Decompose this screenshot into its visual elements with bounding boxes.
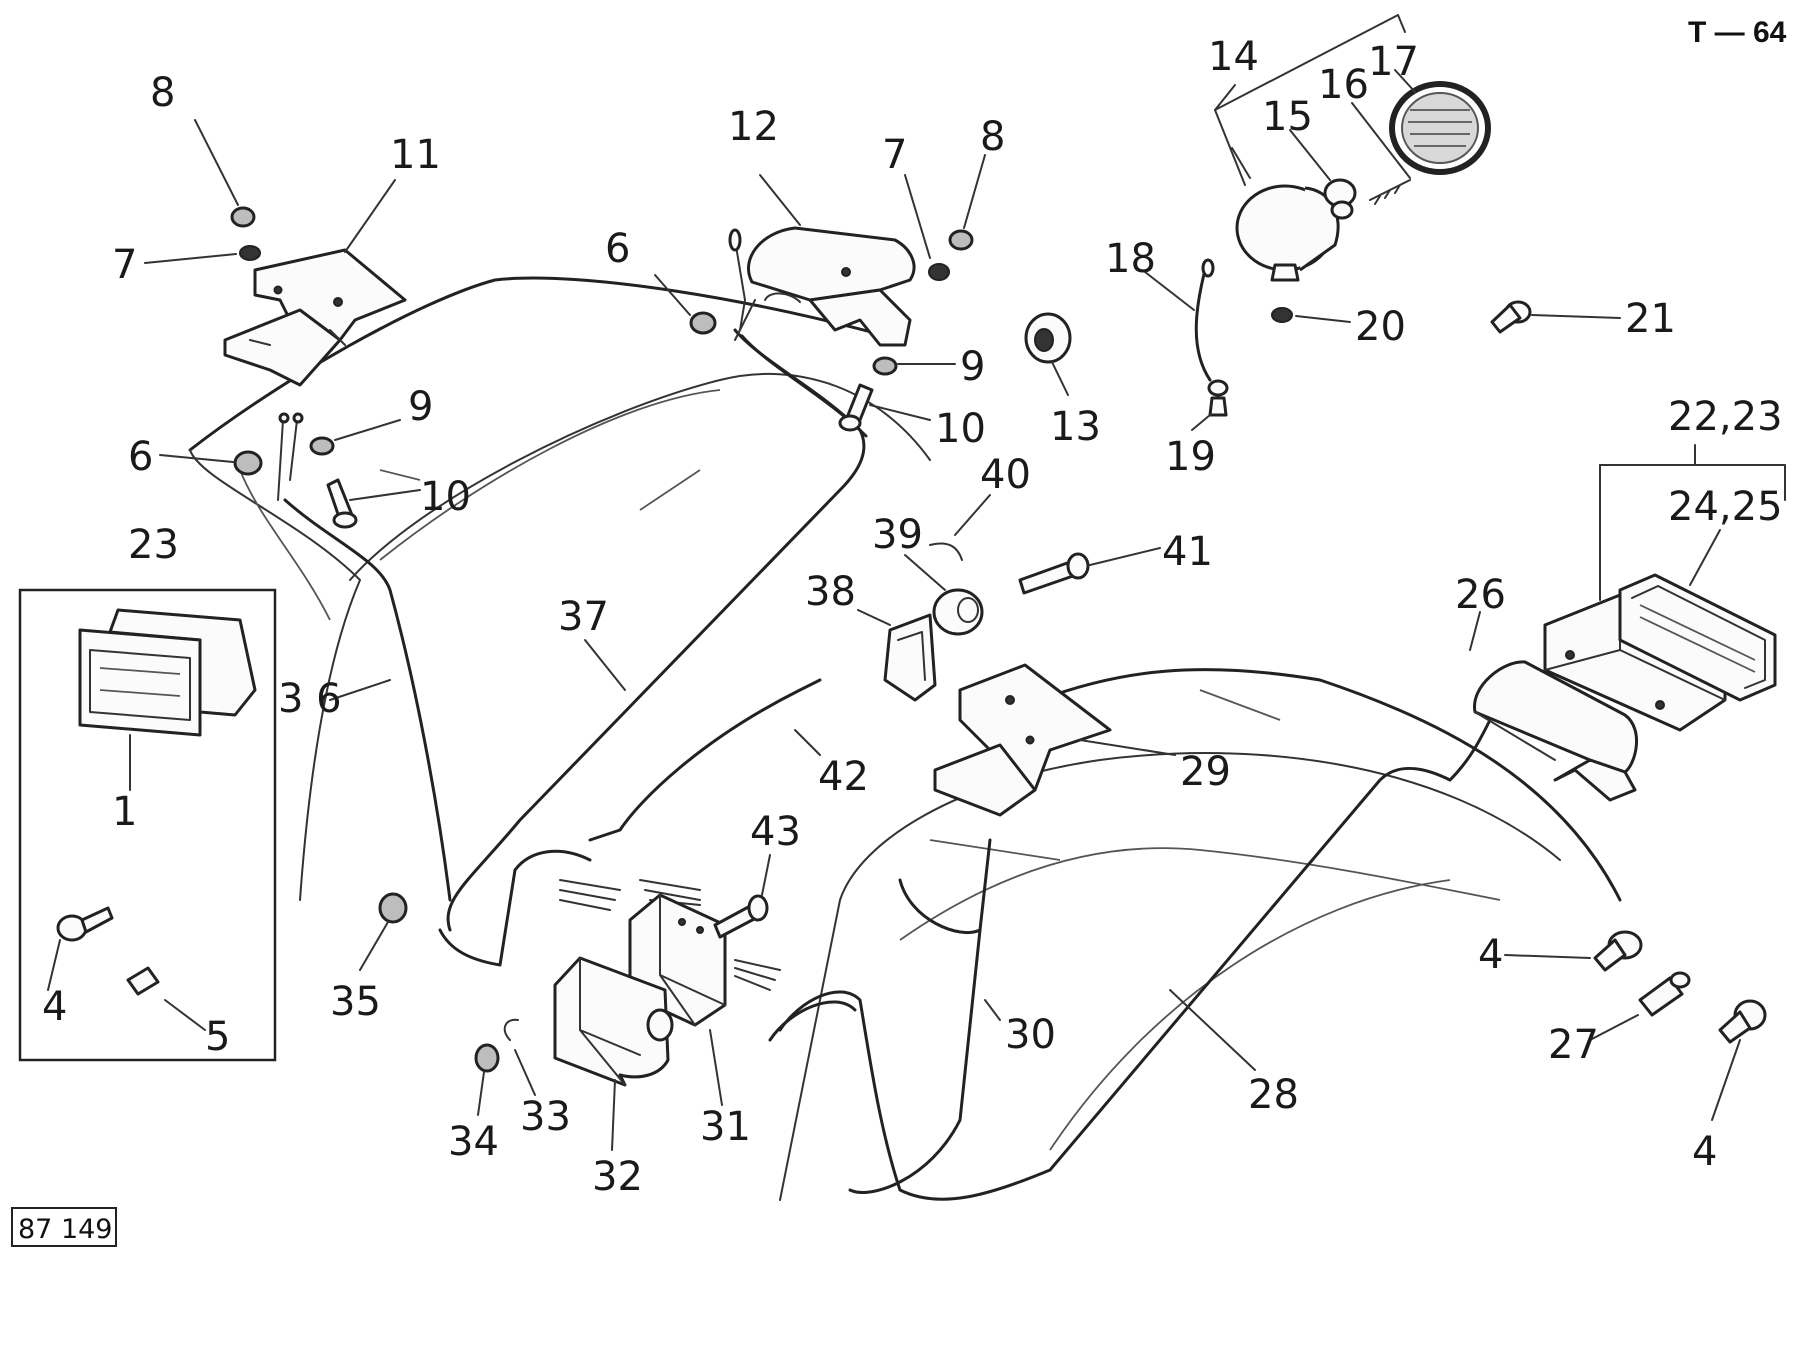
label-7-top: 7 xyxy=(882,132,907,178)
nut-part-34 xyxy=(474,1043,500,1116)
label-11: 11 xyxy=(390,132,441,178)
label-13: 13 xyxy=(1050,404,1101,450)
label-38: 38 xyxy=(805,569,856,615)
part-number-labels: 8 7 11 6 9 10 23 1 4 5 3 6 37 35 34 33 3… xyxy=(42,34,1783,1200)
label-16: 16 xyxy=(1318,62,1369,108)
spring-part-16 xyxy=(1351,102,1411,205)
washer-part-33 xyxy=(503,1018,536,1096)
label-39: 39 xyxy=(872,512,923,558)
grommet-part-35 xyxy=(359,892,408,971)
leader-lines xyxy=(329,639,1256,1071)
label-37: 37 xyxy=(558,594,609,640)
bolt-part-41 xyxy=(1018,547,1161,595)
label-7-left: 7 xyxy=(112,242,137,288)
bulb-part-27 xyxy=(1589,971,1691,1041)
wiring-harness xyxy=(283,328,1492,1201)
label-36: 3 6 xyxy=(278,676,342,722)
cap-part-39 xyxy=(904,554,984,636)
bracket-part-11 xyxy=(223,179,407,387)
clip-part-40 xyxy=(929,494,991,561)
label-29: 29 xyxy=(1180,749,1231,795)
bolt-part-43 xyxy=(713,854,771,939)
label-19: 19 xyxy=(1165,434,1216,480)
work-lamp-group xyxy=(1214,14,1406,282)
bulb-part-21 xyxy=(1490,300,1621,334)
label-4-left: 4 xyxy=(42,984,67,1030)
bulb-4-right-bottom xyxy=(1711,999,1767,1121)
bulb-5 xyxy=(126,966,206,1031)
figure-code: 87 149 xyxy=(18,1214,112,1245)
side-lamp-part-1 xyxy=(78,608,257,791)
bracket-part-29 xyxy=(933,663,1176,817)
label-30: 30 xyxy=(1005,1012,1056,1058)
bolt-10-left xyxy=(326,478,421,529)
cable-part-18 xyxy=(1144,258,1215,382)
label-6-top: 6 xyxy=(605,226,630,272)
label-34: 34 xyxy=(448,1119,499,1165)
label-41: 41 xyxy=(1162,529,1213,575)
label-5: 5 xyxy=(205,1014,230,1060)
nut-8-left xyxy=(194,119,256,228)
label-24-25: 24,25 xyxy=(1668,484,1783,530)
label-14: 14 xyxy=(1208,34,1259,80)
label-28: 28 xyxy=(1248,1072,1299,1118)
washer-9-top xyxy=(872,356,956,376)
label-22-23: 22,23 xyxy=(1668,394,1783,440)
lens-part-17 xyxy=(1389,69,1491,175)
label-26: 26 xyxy=(1455,572,1506,618)
label-17: 17 xyxy=(1368,39,1419,85)
label-33: 33 xyxy=(520,1094,571,1140)
label-32: 32 xyxy=(592,1154,643,1200)
label-27: 27 xyxy=(1548,1022,1599,1068)
label-23: 23 xyxy=(128,522,179,568)
bracket-lines-22-23 xyxy=(1599,444,1786,601)
label-18: 18 xyxy=(1105,236,1156,282)
label-10-top: 10 xyxy=(935,406,986,452)
housing-part-26 xyxy=(1469,611,1639,802)
label-40: 40 xyxy=(980,452,1031,498)
label-42: 42 xyxy=(818,754,869,800)
label-35: 35 xyxy=(330,979,381,1025)
page-id: T — 64 xyxy=(1688,16,1787,49)
nut-6-left xyxy=(159,450,263,476)
socket-part-13 xyxy=(1024,312,1072,396)
washer-part-20 xyxy=(1271,307,1351,323)
washer-9-left xyxy=(309,419,401,456)
label-4-right-bottom: 4 xyxy=(1692,1129,1717,1175)
right-fender-outline xyxy=(779,668,1622,1201)
label-1: 1 xyxy=(112,789,137,835)
figure-code-box: 87 149 xyxy=(11,1207,117,1247)
label-21: 21 xyxy=(1625,296,1676,342)
lamp-housing-part-12 xyxy=(728,174,916,347)
bulb-4-left xyxy=(47,906,114,991)
bracket-part-38 xyxy=(857,609,937,702)
lamp-detail-box xyxy=(18,588,277,1062)
nut-6-top xyxy=(654,274,717,335)
bolt-10-top xyxy=(838,383,931,432)
label-31: 31 xyxy=(700,1104,751,1150)
bulb-4-right-top xyxy=(1504,930,1643,972)
label-20: 20 xyxy=(1355,304,1406,350)
label-6-left: 6 xyxy=(128,434,153,480)
label-9-left: 9 xyxy=(408,384,433,430)
lens-part-24 xyxy=(1618,529,1777,702)
label-12: 12 xyxy=(728,104,779,150)
label-43: 43 xyxy=(750,809,801,855)
nut-8-top xyxy=(948,154,986,251)
label-8-top: 8 xyxy=(980,114,1005,160)
washer-7-left xyxy=(144,245,261,264)
label-4-right-top: 4 xyxy=(1478,932,1503,978)
label-10-left: 10 xyxy=(420,474,471,520)
bulb-part-15 xyxy=(1289,129,1357,220)
label-15: 15 xyxy=(1262,94,1313,140)
wires-left xyxy=(277,412,304,501)
label-8-left: 8 xyxy=(150,70,175,116)
label-9-top: 9 xyxy=(960,344,985,390)
housing-part-32 xyxy=(553,956,674,1151)
washer-7-top xyxy=(904,174,950,281)
screw-part-19 xyxy=(1191,379,1229,431)
